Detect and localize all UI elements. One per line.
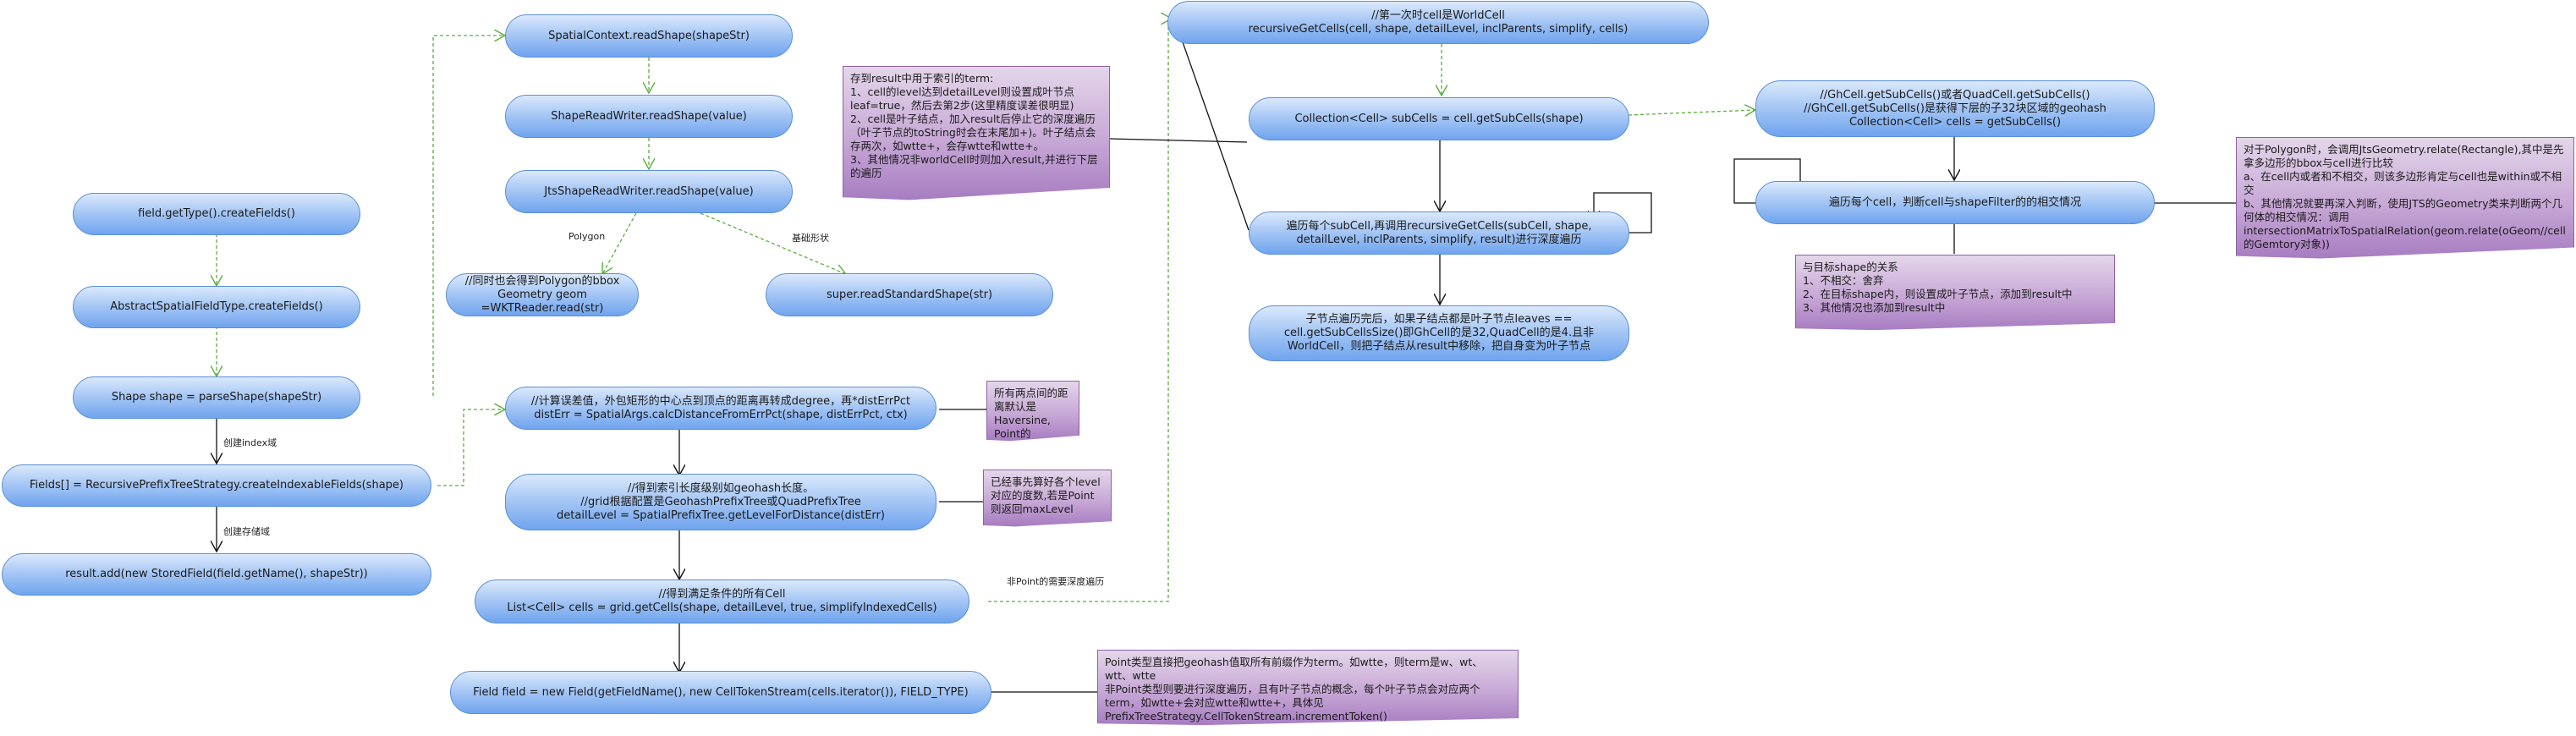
node-recursive-get-cells[interactable]: //第一次时cell是WorldCell recursiveGetCells(c…	[1167, 1, 1709, 44]
node-create-fields[interactable]: field.getType().createFields()	[73, 193, 360, 235]
edge-label-non-point: 非Point的需要深度遍历	[1007, 576, 1105, 587]
node-after-traverse[interactable]: 子节点遍历完后，如果子结点都是叶子节点leaves == cell.getSub…	[1249, 305, 1629, 361]
note-target-relation: 与目标shape的关系 1、不相交：舍弃 2、在目标shape内，则设置成叶子节…	[1795, 255, 2115, 331]
edge-jts-to-wkt	[602, 212, 637, 274]
edge-note-to-iterate	[1109, 138, 1248, 143]
edge-jts-to-standard	[700, 212, 846, 274]
node-get-sub-cells[interactable]: Collection<Cell> subCells = cell.getSubC…	[1249, 97, 1629, 140]
node-abstract-create-fields[interactable]: AbstractSpatialFieldType.createFields()	[73, 286, 360, 328]
node-read-standard-shape[interactable]: super.readStandardShape(str)	[766, 273, 1053, 316]
node-stored-field[interactable]: result.add(new StoredField(field.getName…	[2, 553, 431, 596]
edge-subcells-to-ghcells	[1628, 110, 1755, 115]
node-iterate-sub-cells[interactable]: 遍历每个subCell,再调用recursiveGetCells(subCell…	[1249, 211, 1629, 255]
edge-parse-to-spatial-context	[432, 36, 505, 396]
node-jts-shape-read-writer[interactable]: JtsShapeReadWriter.readShape(value)	[505, 170, 793, 213]
node-get-cells[interactable]: //得到满足条件的所有Cell List<Cell> cells = grid.…	[475, 579, 969, 623]
edge-iterate-cells-self-loop	[1733, 158, 1800, 204]
note-point-terms: Point类型直接把geohash值取所有前缀作为term。如wtte，则ter…	[1097, 650, 1519, 726]
node-create-indexable-fields[interactable]: Fields[] = RecursivePrefixTreeStrategy.c…	[2, 464, 431, 507]
edge-label-basic-shape: 基础形状	[792, 233, 829, 244]
node-calc-dist-err[interactable]: //计算误差值，外包矩形的中心点到顶点的距离再转成degree，再*distEr…	[505, 387, 936, 430]
note-haversine: 所有两点间的距离默认是Haversine, Point的distErr=0	[986, 381, 1079, 442]
edge-iterate-self-loop	[1594, 192, 1652, 233]
node-get-level-for-distance[interactable]: //得到索引长度级别如geohash长度。 //grid根据配置是Geohash…	[505, 474, 936, 530]
node-spatial-context-read-shape[interactable]: SpatialContext.readShape(shapeStr)	[505, 14, 793, 58]
note-result-terms: 存到result中用于索引的term: 1、cell的level达到detail…	[843, 66, 1110, 200]
note-polygon-relate: 对于Polygon时，会调用JtsGeometry.relate(Rectang…	[2236, 137, 2574, 259]
node-shape-read-writer[interactable]: ShapeReadWriter.readShape(value)	[505, 95, 793, 138]
node-wkt-reader[interactable]: //同时也会得到Polygon的bbox Geometry geom =WKTR…	[446, 273, 639, 316]
node-gh-sub-cells[interactable]: //GhCell.getSubCells()或者QuadCell.getSubC…	[1755, 80, 2155, 137]
edge-label-create-index: 创建index域	[223, 437, 277, 448]
node-parse-shape[interactable]: Shape shape = parseShape(shapeStr)	[73, 376, 360, 419]
node-new-field[interactable]: Field field = new Field(getFieldName(), …	[450, 671, 991, 714]
node-iterate-cells[interactable]: 遍历每个cell，判断cell与shapeFilter的的相交情况	[1755, 181, 2155, 224]
note-max-level: 已经事先算好各个level对应的度数,若是Point则返回maxLevel	[983, 470, 1112, 527]
edge-label-polygon: Polygon	[568, 231, 606, 242]
edge-indexable-to-calc	[437, 409, 505, 486]
edge-iterate-back-to-recursive	[1176, 23, 1250, 231]
edge-label-create-store: 创建存储域	[223, 526, 270, 537]
